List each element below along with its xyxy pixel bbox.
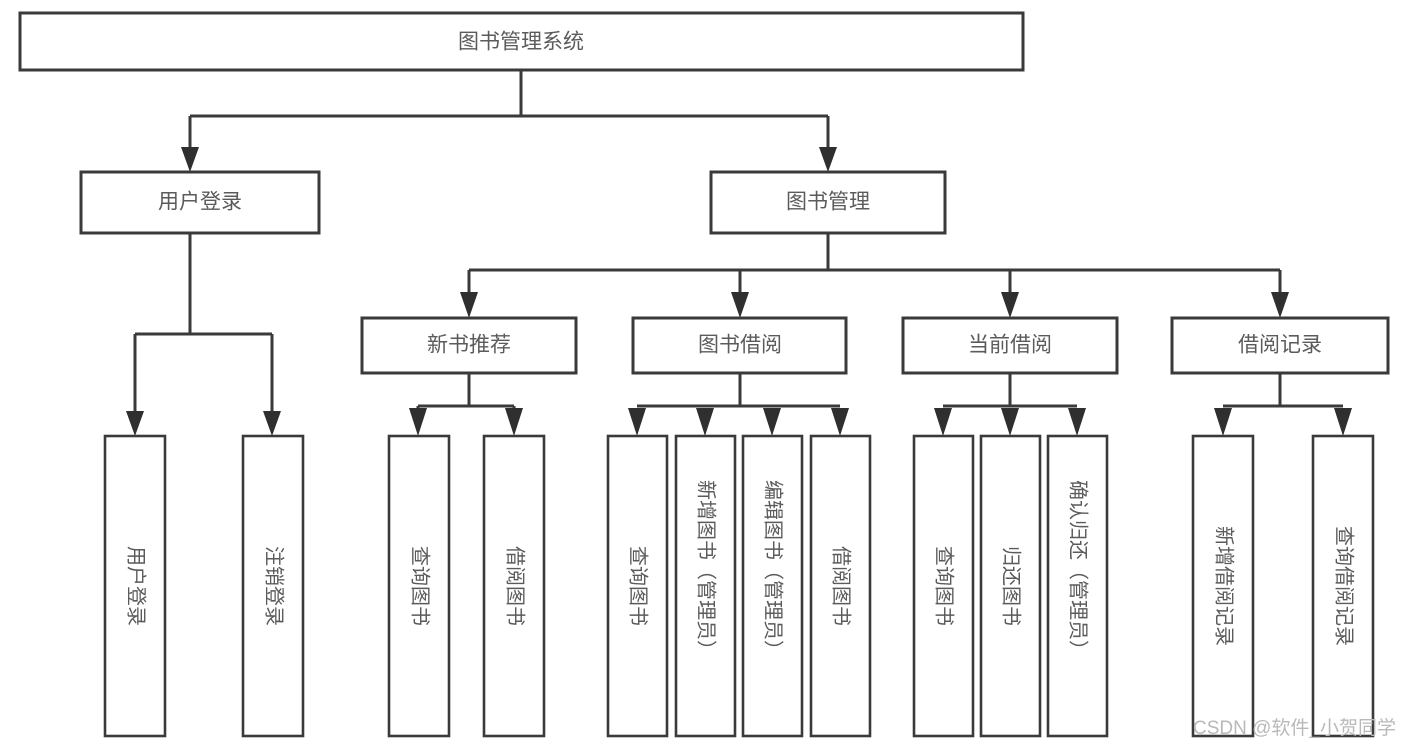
leaf-logout-label: 注销登录: [263, 546, 286, 626]
node-new-book-recommend-label: 新书推荐: [427, 334, 511, 357]
connector-group-new-book-recommend: [409, 373, 523, 436]
leaf-cb-query-book-box[interactable]: [912, 434, 975, 738]
leaf-nbr-query-book[interactable]: 查询图书: [387, 434, 451, 738]
arrow-head-cb-leaf3: [1068, 408, 1086, 436]
leaf-nbr-borrow-book-label: 借阅图书: [504, 546, 527, 626]
node-book-borrow-label: 图书借阅: [698, 334, 782, 357]
arrow-head-leaf-user-login: [126, 411, 144, 436]
leaf-nbr-query-book-label: 查询图书: [409, 546, 432, 626]
node-book-borrow[interactable]: 图书借阅: [631, 316, 848, 375]
leaf-bb-borrow-book[interactable]: 借阅图书: [809, 434, 872, 738]
node-book-manage-label: 图书管理: [786, 191, 870, 214]
leaf-logout-box[interactable]: [241, 434, 305, 738]
leaf-br-query-record-box[interactable]: [1311, 434, 1375, 738]
leaf-bb-query-book[interactable]: 查询图书: [606, 434, 669, 738]
node-new-book-recommend-box[interactable]: [360, 316, 578, 375]
leaf-nbr-query-book-box[interactable]: [387, 434, 451, 738]
leaf-cb-query-book[interactable]: 查询图书: [912, 434, 975, 738]
arrow-head-book-manage: [819, 147, 837, 172]
leaf-cb-confirm-return-box[interactable]: [1046, 434, 1109, 738]
watermark-label: CSDN @软件_小贺同学: [1193, 717, 1396, 739]
arrow-head-book-borrow: [731, 292, 749, 318]
connector-group-user-login: [126, 233, 281, 436]
arrow-head-cb-leaf2: [1001, 408, 1019, 436]
arrow-head-user-login: [181, 147, 199, 172]
connector-group-book-manage: [460, 233, 1289, 318]
leaf-bb-add-book[interactable]: 新增图书（管理员）: [674, 434, 737, 738]
leaf-bb-edit-book[interactable]: 编辑图书（管理员）: [741, 434, 804, 738]
node-root-box[interactable]: [18, 11, 1025, 72]
arrow-head-br-leaf1: [1214, 408, 1232, 436]
node-borrow-record-box[interactable]: [1170, 316, 1390, 375]
arrow-head-bb-leaf2: [696, 408, 714, 436]
leaf-cb-confirm-return[interactable]: 确认归还（管理员）: [1046, 434, 1109, 738]
arrow-head-nbr-leaf2: [505, 408, 523, 436]
leaf-bb-edit-book-box[interactable]: [741, 434, 804, 738]
node-book-borrow-box[interactable]: [631, 316, 848, 375]
node-borrow-record[interactable]: 借阅记录: [1170, 316, 1390, 375]
arrow-head-bb-leaf4: [831, 408, 849, 436]
leaf-user-login-box[interactable]: [103, 434, 167, 738]
leaf-bb-query-book-box[interactable]: [606, 434, 669, 738]
leaf-cb-return-book-label: 归还图书: [1000, 546, 1023, 626]
node-root-label: 图书管理系统: [458, 31, 584, 54]
leaf-cb-confirm-return-label: 确认归还（管理员）: [1067, 480, 1090, 660]
leaf-br-query-record-label: 查询借阅记录: [1333, 526, 1356, 646]
leaf-bb-edit-book-label: 编辑图书（管理员）: [762, 480, 785, 660]
leaf-user-login[interactable]: 用户登录: [103, 434, 167, 738]
leaf-bb-borrow-book-box[interactable]: [809, 434, 872, 738]
node-user-login-label: 用户登录: [158, 191, 242, 214]
leaf-cb-return-book-box[interactable]: [979, 434, 1042, 738]
leaf-bb-query-book-label: 查询图书: [627, 546, 650, 626]
leaf-br-query-record[interactable]: 查询借阅记录: [1311, 434, 1375, 738]
leaf-user-login-label: 用户登录: [125, 546, 148, 626]
leaf-logout[interactable]: 注销登录: [241, 434, 305, 738]
node-borrow-record-label: 借阅记录: [1238, 334, 1322, 357]
leaf-nbr-borrow-book[interactable]: 借阅图书: [482, 434, 546, 738]
leaf-cb-query-book-label: 查询图书: [933, 546, 956, 626]
leaf-bb-borrow-book-label: 借阅图书: [830, 546, 853, 626]
arrow-head-cb-leaf1: [934, 408, 952, 436]
leaf-bb-add-book-box[interactable]: [674, 434, 737, 738]
node-user-login-box[interactable]: [79, 170, 321, 235]
connector-group-current-borrow: [934, 373, 1086, 436]
arrow-head-nbr-leaf1: [409, 408, 427, 436]
leaf-br-add-record[interactable]: 新增借阅记录: [1191, 434, 1255, 738]
arrow-head-current-borrow: [1001, 292, 1019, 318]
node-current-borrow-label: 当前借阅: [968, 334, 1052, 357]
arrow-head-br-leaf2: [1334, 408, 1352, 436]
node-book-manage[interactable]: 图书管理: [709, 170, 947, 235]
node-root[interactable]: 图书管理系统: [18, 11, 1025, 72]
arrow-head-bb-leaf1: [628, 408, 646, 436]
leaf-bb-add-book-label: 新增图书（管理员）: [695, 480, 718, 660]
leaf-nbr-borrow-book-box[interactable]: [482, 434, 546, 738]
arrow-head-borrow-record: [1271, 292, 1289, 318]
connector-group-root: [181, 70, 837, 172]
connector-group-book-borrow: [628, 373, 849, 436]
arrow-head-leaf-logout: [263, 411, 281, 436]
node-new-book-recommend[interactable]: 新书推荐: [360, 316, 578, 375]
leaf-br-add-record-box[interactable]: [1191, 434, 1255, 738]
connector-group-borrow-record: [1214, 373, 1352, 436]
leaf-cb-return-book[interactable]: 归还图书: [979, 434, 1042, 738]
node-book-manage-box[interactable]: [709, 170, 947, 235]
arrow-head-bb-leaf3: [763, 408, 781, 436]
arrow-head-new-book: [460, 292, 478, 318]
node-user-login[interactable]: 用户登录: [79, 170, 321, 235]
node-current-borrow-box[interactable]: [901, 316, 1119, 375]
leaf-br-add-record-label: 新增借阅记录: [1213, 526, 1236, 646]
node-current-borrow[interactable]: 当前借阅: [901, 316, 1119, 375]
